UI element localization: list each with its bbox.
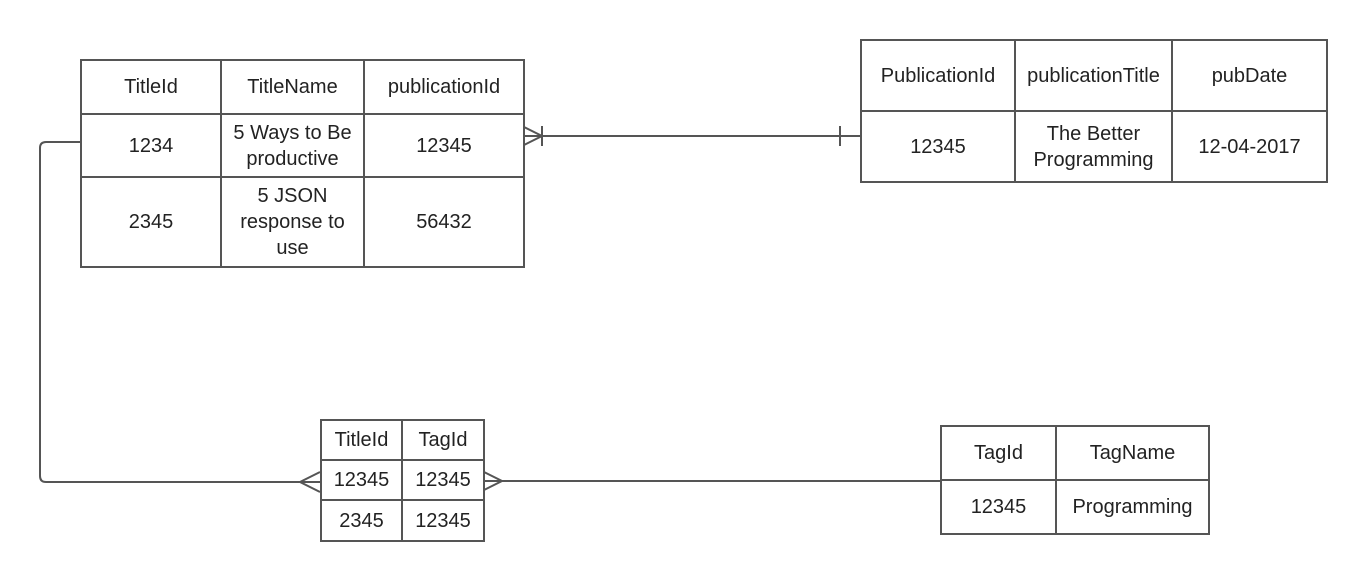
table-cell: 12345: [363, 113, 525, 178]
column-header: TagId: [940, 425, 1057, 481]
table-row: 2345 12345: [320, 499, 485, 542]
table-cell: 1234: [80, 113, 222, 178]
table-cell: Programming: [1055, 479, 1210, 535]
table-cell: 12345: [860, 110, 1016, 183]
table-cell: 12345: [320, 459, 403, 501]
table-cell: 2345: [320, 499, 403, 542]
table-row: 12345 The Better Programming 12-04-2017: [860, 110, 1328, 183]
tags-table: TagId TagName 12345 Programming: [940, 425, 1210, 535]
column-header: PublicationId: [860, 39, 1016, 112]
publications-table: PublicationId publicationTitle pubDate 1…: [860, 39, 1328, 183]
column-header: publicationTitle: [1014, 39, 1173, 112]
column-header: TitleId: [320, 419, 403, 461]
table-cell: 12-04-2017: [1171, 110, 1328, 183]
table-row: 12345 12345: [320, 459, 485, 501]
table-cell: 5 JSON response to use: [220, 176, 365, 268]
connector-titles-title-tags: [39, 141, 320, 483]
table-cell: 12345: [401, 499, 485, 542]
title-tags-table: TitleId TagId 12345 12345 2345 12345: [320, 419, 485, 542]
column-header: TagName: [1055, 425, 1210, 481]
table-cell: 5 Ways to Be productive: [220, 113, 365, 178]
table-header-row: TagId TagName: [940, 425, 1210, 481]
table-cell: 12345: [401, 459, 485, 501]
column-header: TagId: [401, 419, 485, 461]
table-cell: 12345: [940, 479, 1057, 535]
table-cell: 56432: [363, 176, 525, 268]
column-header: pubDate: [1171, 39, 1328, 112]
titles-table: TitleId TitleName publicationId 1234 5 W…: [80, 59, 525, 268]
table-row: 2345 5 JSON response to use 56432: [80, 176, 525, 268]
table-row: 1234 5 Ways to Be productive 12345: [80, 113, 525, 178]
table-cell: The Better Programming: [1014, 110, 1173, 183]
crowfoot-title-tags-right: [481, 470, 505, 492]
table-header-row: PublicationId publicationTitle pubDate: [860, 39, 1328, 112]
column-header: TitleName: [220, 59, 365, 115]
table-header-row: TitleId TagId: [320, 419, 485, 461]
table-cell: 2345: [80, 176, 222, 268]
table-row: 12345 Programming: [940, 479, 1210, 535]
column-header: publicationId: [363, 59, 525, 115]
crowfoot-title-tags-left: [297, 471, 321, 493]
table-header-row: TitleId TitleName publicationId: [80, 59, 525, 115]
column-header: TitleId: [80, 59, 222, 115]
